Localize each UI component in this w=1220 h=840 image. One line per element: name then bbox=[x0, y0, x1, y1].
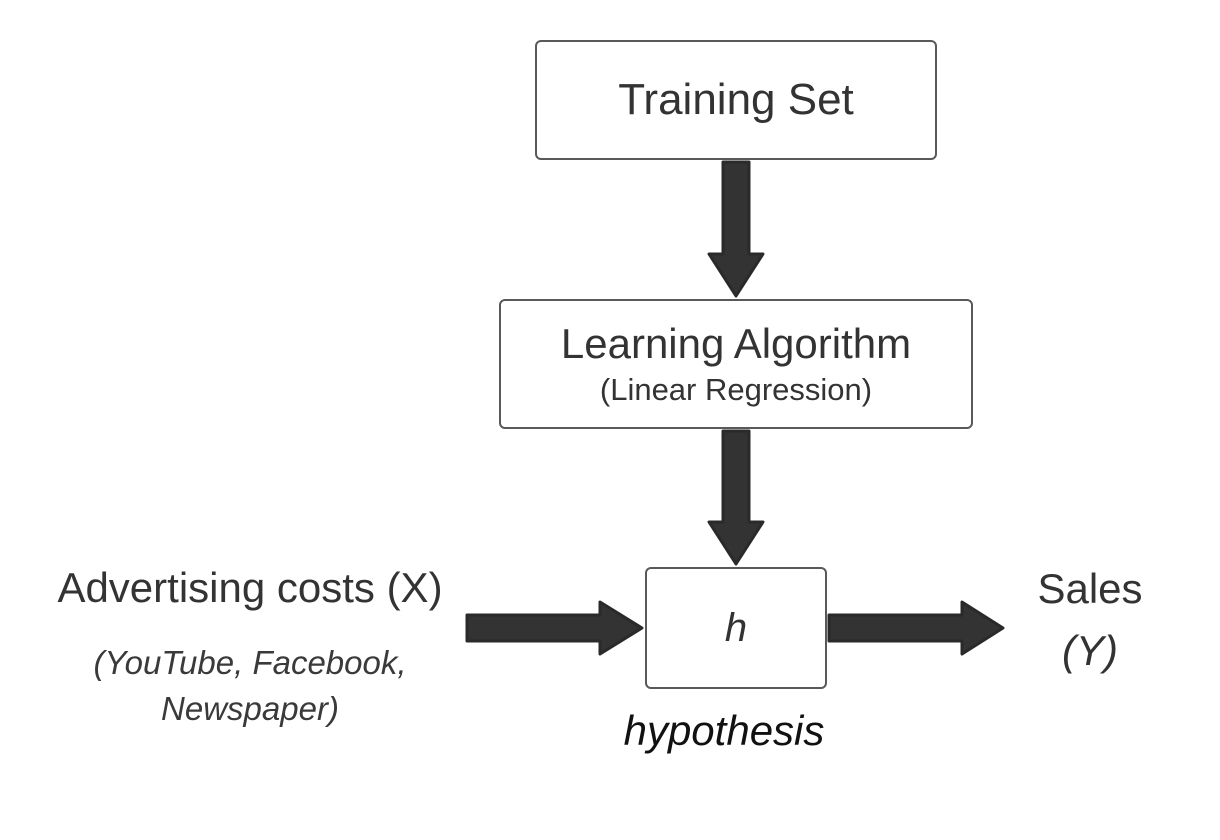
output-detail: (Y) bbox=[1062, 627, 1118, 674]
hypothesis-box: h bbox=[645, 567, 827, 689]
arrow-training-to-learning bbox=[707, 160, 765, 298]
learning-algorithm-label: Learning Algorithm bbox=[560, 320, 912, 368]
output-title: Sales bbox=[1037, 565, 1143, 612]
input-title: Advertising costs (X) bbox=[57, 564, 443, 611]
hypothesis-symbol: h bbox=[724, 605, 748, 650]
learning-algorithm-sublabel: (Linear Regression) bbox=[599, 371, 873, 407]
arrow-hypothesis-to-output bbox=[827, 600, 1005, 656]
input-detail-line2: Newspaper) bbox=[161, 690, 339, 728]
training-set-label: Training Set bbox=[618, 74, 854, 124]
arrow-learning-to-hypothesis bbox=[707, 429, 765, 566]
input-detail-line1: (YouTube, Facebook, bbox=[93, 644, 407, 681]
learning-algorithm-box: Learning Algorithm (Linear Regression) bbox=[499, 299, 973, 429]
arrow-input-to-hypothesis bbox=[465, 600, 644, 656]
input-detail: (YouTube, Facebook, Newspaper) bbox=[30, 640, 470, 732]
hypothesis-caption: hypothesis bbox=[623, 707, 825, 754]
training-set-box: Training Set bbox=[535, 40, 937, 160]
